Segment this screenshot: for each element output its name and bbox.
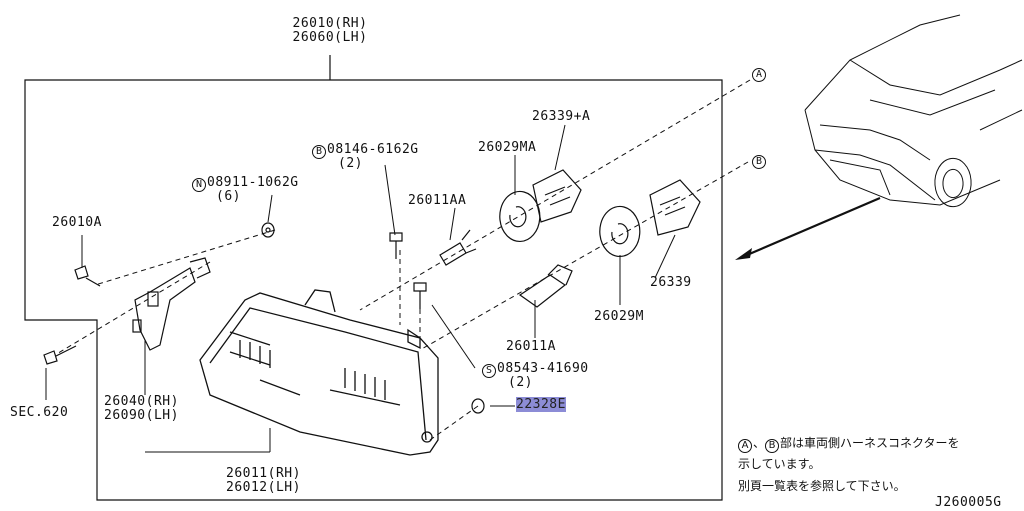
part-26029ma-label: 26029MA — [478, 140, 537, 155]
bolt-icon — [74, 265, 101, 287]
bracket-lh-label: 26090(LH) — [104, 408, 179, 423]
screw-icon — [413, 282, 427, 309]
sec-620-label: SEC.620 — [10, 405, 69, 420]
bulb-a-icon — [518, 264, 573, 308]
note-b-circle: B — [765, 439, 780, 453]
part-26011a-label: 26011A — [506, 339, 556, 354]
part-22328e-label[interactable]: 22328E — [516, 397, 566, 412]
connector-b-marker: B — [752, 153, 767, 169]
assembly-rh-label: 26010(RH) — [292, 16, 368, 31]
part-22328e-highlight[interactable]: 22328E — [516, 397, 566, 412]
note-line-3: 別頁一覧表を参照して下さい。 — [738, 479, 906, 493]
socket-cap-m-icon — [599, 205, 641, 258]
note-line-1-text: 部は車両側ハーネスコネクターを — [780, 436, 960, 450]
lamp-body-lh-label: 26012(LH) — [226, 480, 301, 495]
nut-icon — [261, 222, 275, 238]
part-26339a-label: 26339+A — [532, 109, 591, 124]
diagram-id: J260005G — [935, 495, 1002, 510]
part-26339-label: 26339 — [650, 275, 692, 290]
screw-s-part: 08543-41690 — [497, 361, 589, 376]
bulb-aa-icon — [439, 229, 477, 266]
bolt-icon — [43, 345, 77, 365]
bolt-icon — [389, 232, 403, 259]
nut-n-code: N — [192, 178, 206, 192]
nut-n-qty: (6) — [216, 189, 241, 204]
bracket-rh-label: 26040(RH) — [104, 394, 179, 409]
screw-s-code: S — [482, 364, 496, 378]
screw-s-qty: (2) — [508, 375, 533, 390]
bracket-drawing — [132, 257, 211, 351]
connector-a-circle: A — [752, 68, 766, 82]
assembly-frame — [24, 79, 723, 501]
part-26010a-label: 26010A — [52, 215, 102, 230]
car-sketch — [804, 14, 1023, 208]
note-line-2: 示しています。 — [738, 457, 821, 471]
bolt-b-code: B — [312, 145, 326, 159]
assembly-lh-label: 26060(LH) — [292, 30, 368, 45]
connector-b-circle: B — [752, 155, 766, 169]
bolt-b-qty: (2) — [338, 156, 363, 171]
nut-n-part: 08911-1062G — [207, 175, 299, 190]
bulb-cap-icon — [649, 179, 701, 236]
lamp-body-rh-label: 26011(RH) — [226, 466, 301, 481]
headlamp-drawing — [199, 289, 439, 456]
leader-lines — [54, 79, 751, 441]
bolt-b-part: 08146-6162G — [327, 142, 419, 157]
connector-a-marker: A — [752, 66, 767, 82]
bulb-cap-a-icon — [532, 169, 582, 223]
socket-cap-ma-icon — [499, 190, 541, 243]
part-26029m-label: 26029M — [594, 309, 644, 324]
clip-icon — [471, 398, 485, 414]
part-26011aa-label: 26011AA — [408, 193, 467, 208]
note-a-circle: A — [738, 439, 752, 453]
